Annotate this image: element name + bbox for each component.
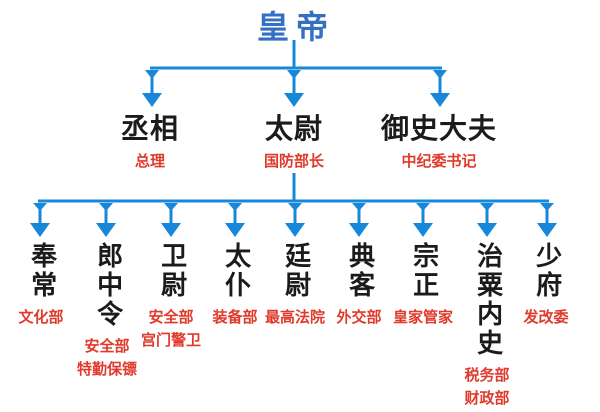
modern-equivalent-label: 特勤保镖: [76, 360, 138, 378]
office-title: 少府: [531, 242, 562, 300]
node-zhisuneishi: 治粟内史 税务部 财政部: [464, 242, 509, 408]
arrow-down-icon: [284, 93, 304, 107]
office-title: 宗正: [408, 242, 439, 300]
arrow-down-icon: [285, 223, 305, 237]
arrow-down-icon: [349, 223, 369, 237]
arrow-down-icon: [30, 223, 50, 237]
office-title: 奉常: [26, 242, 57, 300]
arrow-down-icon: [537, 223, 557, 237]
emperor-to-level2-connector: [142, 40, 450, 107]
node-weiwei: 卫尉 安全部 宫门警卫: [141, 242, 201, 350]
modern-equivalent-label: 国防部长: [263, 152, 325, 170]
node-chengxiang: 丞相 总理: [121, 109, 179, 171]
node-shaofu: 少府 发改委: [523, 242, 568, 327]
office-title: 郎中令: [92, 242, 123, 329]
modern-equivalent-label: 装备部: [212, 308, 258, 326]
office-title: 典客: [344, 242, 375, 300]
arrow-down-icon: [96, 223, 116, 237]
modern-equivalent-label: 宫门警卫: [140, 331, 202, 349]
office-title: 丞相: [120, 112, 180, 145]
modern-equivalent-label: 税务部: [464, 366, 510, 384]
modern-equivalent-label: 总理: [134, 152, 166, 170]
node-zongzheng: 宗正 皇家管家: [393, 242, 453, 327]
arrow-down-icon: [161, 223, 181, 237]
office-title: 太仆: [220, 242, 251, 300]
arrow-down-icon: [430, 93, 450, 107]
node-fengchang: 奉常 文化部: [18, 242, 63, 327]
arrow-down-icon: [225, 223, 245, 237]
modern-equivalent-label: 最高法院: [264, 308, 326, 326]
modern-equivalent-label: 财政部: [464, 389, 510, 407]
modern-equivalent-label: 文化部: [18, 308, 64, 326]
node-taipu: 太仆 装备部: [212, 242, 257, 327]
modern-equivalent-label: 安全部: [84, 337, 130, 355]
node-yushidafu: 御史大夫 中纪委书记: [381, 109, 497, 171]
modern-equivalent-label: 安全部: [148, 308, 194, 326]
office-title: 御史大夫: [380, 112, 498, 145]
arrow-down-icon: [142, 93, 162, 107]
modern-equivalent-label: 发改委: [523, 308, 569, 326]
node-tingwei: 廷尉 最高法院: [265, 242, 325, 327]
level2-to-level3-connector: [30, 173, 557, 237]
modern-equivalent-label: 皇家管家: [392, 308, 454, 326]
emperor-title: 皇帝: [256, 8, 336, 46]
modern-equivalent-label: 外交部: [336, 308, 382, 326]
office-title: 太尉: [264, 112, 324, 145]
office-title: 治粟内史: [472, 242, 503, 358]
office-title: 廷尉: [280, 242, 311, 300]
node-langzhongling: 郎中令 安全部 特勤保镖: [77, 242, 137, 379]
arrow-down-icon: [413, 223, 433, 237]
node-dianke: 典客 外交部: [336, 242, 381, 327]
office-title: 卫尉: [156, 242, 187, 300]
arrow-down-icon: [477, 223, 497, 237]
node-taiwei: 太尉 国防部长: [264, 109, 324, 171]
modern-equivalent-label: 中纪委书记: [401, 152, 477, 170]
